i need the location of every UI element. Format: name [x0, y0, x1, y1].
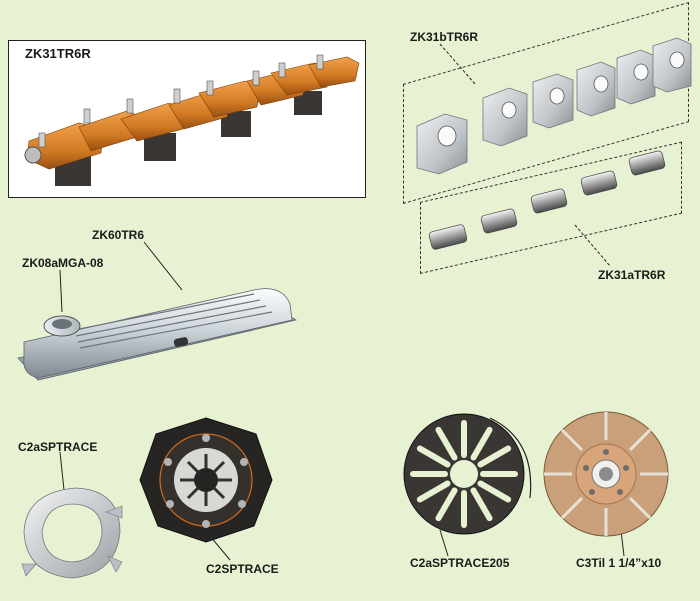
diaphragm-label: C2aSPTRACE205: [410, 556, 510, 570]
friction-disc-label: C3Til 1 1/4”x10: [576, 556, 662, 570]
rocker-shaft-assembly-image: [24, 54, 360, 186]
clutch-cover-image: [139, 417, 273, 543]
rocker-assembly-panel: ZK31TR6R: [8, 40, 366, 198]
rocker-assembly-label: ZK31TR6R: [25, 46, 91, 61]
clutch-cover-label: C2SPTRACE: [206, 562, 279, 576]
oil-cap-label: ZK08aMGA-08: [22, 256, 104, 270]
friction-disc-image: [543, 411, 669, 537]
rocker-cover-label: ZK60TR6: [92, 228, 145, 242]
pressure-ring-label: C2aSPTRACE: [18, 440, 98, 454]
spacers-label: ZK31aTR6R: [598, 268, 666, 282]
pedestal-image: [416, 37, 692, 175]
rocker-cover-image: [17, 288, 298, 381]
pedestals-label: ZK31bTR6R: [410, 30, 479, 44]
pressure-ring-image: [21, 487, 123, 579]
diaphragm-image: [403, 413, 532, 535]
spacer-image: [428, 150, 666, 250]
